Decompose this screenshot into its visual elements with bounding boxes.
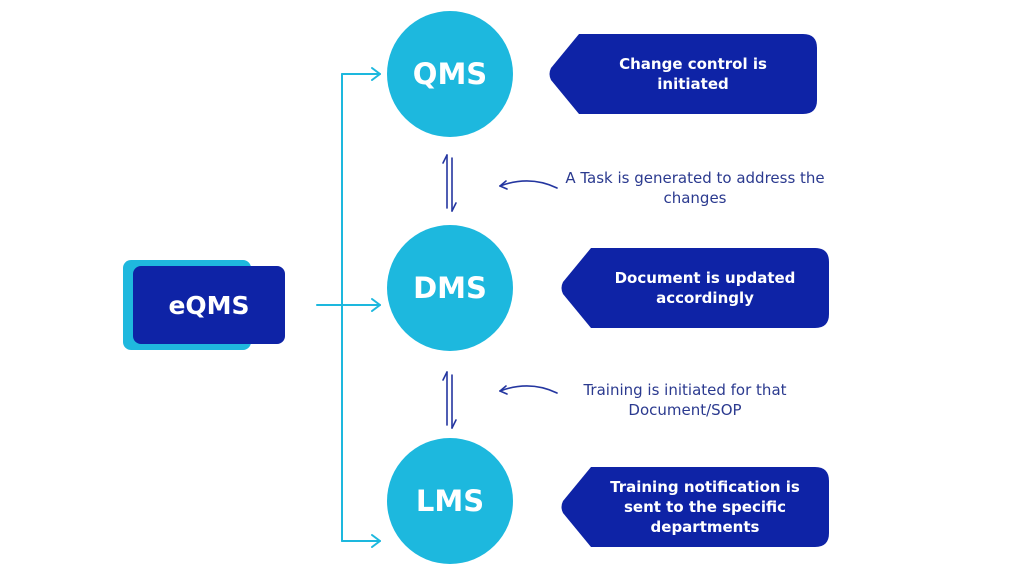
arrowhead-lms-icon	[371, 534, 381, 548]
bidirectional-arrow-icon	[442, 154, 457, 212]
action-tag-lms: Training notification is sent to the spe…	[561, 467, 829, 547]
transition-note-dms-lms: Training is initiated for that Document/…	[583, 381, 787, 419]
action-tag-dms: Document is updated accordingly	[561, 248, 829, 328]
curved-arrow-icon	[499, 180, 558, 190]
lms-circle: LMS	[387, 438, 513, 564]
curved-arrow-icon	[499, 385, 558, 395]
qms-circle: QMS	[387, 11, 513, 137]
eqms-label: eQMS	[168, 290, 250, 320]
tag-shape	[549, 34, 817, 114]
dms-circle: DMS	[387, 225, 513, 351]
eqms-box: eQMS	[133, 266, 285, 344]
arrowhead-qms-icon	[371, 67, 381, 81]
tag-shape	[561, 467, 829, 547]
transition-note-qms-dms: A Task is generated to address the chang…	[565, 169, 825, 207]
lms-label: LMS	[415, 484, 485, 518]
qms-label: QMS	[412, 57, 488, 91]
action-text: Document is updated accordingly	[614, 269, 796, 307]
action-tag-qms: Change control is initiated	[549, 34, 817, 114]
tag-shape	[561, 248, 829, 328]
action-text: Change control is initiated	[619, 55, 767, 93]
arrowhead-dms-icon	[371, 298, 381, 312]
action-text: Training notification is sent to the spe…	[610, 478, 800, 536]
dms-label: DMS	[413, 271, 487, 305]
bidirectional-arrow-icon	[442, 371, 457, 429]
